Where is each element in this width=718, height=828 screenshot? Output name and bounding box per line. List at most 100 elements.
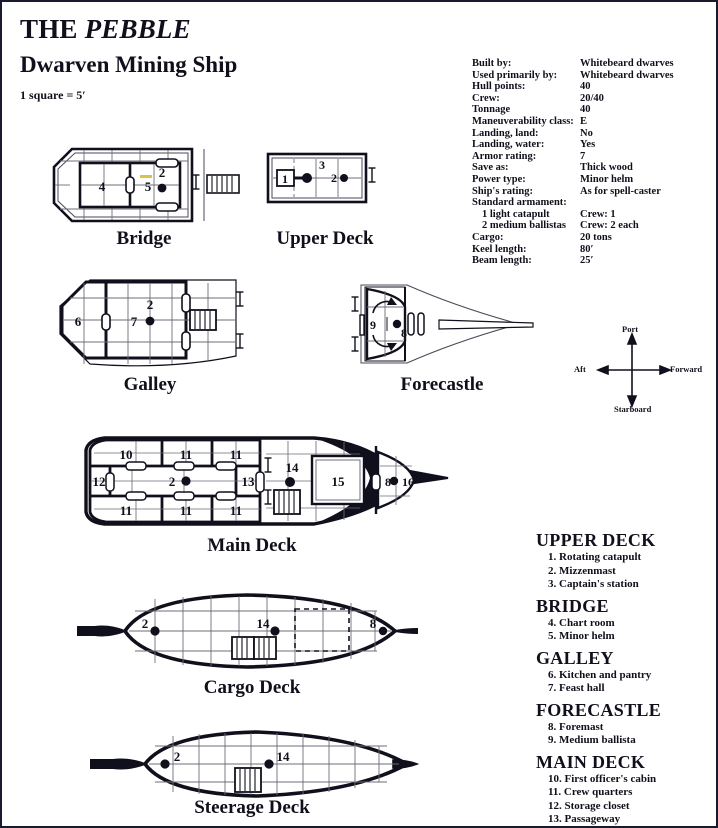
main-mainmast-marker (285, 477, 295, 487)
bridge-ladder (206, 174, 240, 194)
forecastle-room-9-label: 9 (370, 318, 376, 332)
main-hatch-bow-upper (368, 455, 376, 471)
bridge-door-bottom (155, 202, 179, 212)
steerage-bow-tip (392, 759, 420, 769)
main-cabin-grid (91, 441, 260, 521)
stat-value: As for spell-caster (580, 185, 661, 197)
bridge-mizzenmast-marker (157, 183, 167, 193)
compass-arrow-starboard (626, 395, 638, 409)
main-foremast-marker (389, 476, 399, 486)
deck-label-upper: Upper Deck (276, 228, 374, 249)
stat-value: 7 (580, 150, 586, 162)
stat-row: Power type:Minor helm (472, 174, 712, 186)
galley-door-center (101, 313, 111, 331)
main-room-11c-label: 11 (120, 503, 132, 518)
stat-key: Armor rating: (472, 150, 537, 162)
main-room-11d-label: 11 (180, 503, 192, 518)
legend-group-title: GALLEY (536, 647, 614, 668)
stat-row: Beam length:25′ (472, 255, 712, 267)
upper-rotating-catapult (276, 169, 312, 187)
upper-room-1-label: 1 (282, 172, 288, 186)
deck-label-main: Main Deck (207, 535, 297, 556)
main-room-15-label: 15 (332, 474, 346, 489)
main-marker-2-label: 2 (169, 474, 176, 489)
legend-item: 1. Rotating catapult (548, 551, 642, 563)
stat-key: Ship's rating: (472, 185, 533, 197)
legend-item: 9. Medium ballista (548, 734, 636, 746)
main-room-11e-label: 11 (230, 503, 242, 518)
stat-row: Crew: 20/40 (472, 93, 712, 105)
stat-value: 20/40 (580, 92, 604, 104)
stat-value (567, 197, 712, 209)
legend-group-title: MAIN DECK (536, 751, 646, 772)
main-bow-door (371, 473, 381, 491)
stat-value: 40 (580, 104, 591, 116)
legend-item: 10. First officer's cabin (548, 772, 657, 785)
bridge-room-5-label: 5 (145, 179, 152, 194)
deckplan-galley: 6 7 2 (50, 276, 250, 377)
bridge-room-4-label: 4 (99, 179, 106, 194)
main-room-11a-label: 11 (180, 447, 192, 462)
stat-value: Crew: 1 (580, 208, 616, 220)
main-room-11b-label: 11 (230, 447, 242, 462)
galley-stairs (189, 309, 217, 331)
cargo-mizzenmast-marker (150, 626, 160, 636)
main-stairs (273, 489, 301, 515)
bridge-door-top (155, 158, 179, 168)
main-room-10-label: 10 (120, 447, 133, 462)
main-doors (105, 461, 265, 501)
stat-key: Used primarily by: (472, 69, 558, 81)
deckplan-cargo: 2 14 8 (76, 585, 422, 682)
deckplan-forecastle: 9 8 (347, 277, 537, 377)
deck-label-steerage: Steerage Deck (194, 797, 310, 818)
main-marker-8-label: 8 (385, 475, 391, 489)
stat-value: Crew: 2 each (580, 220, 639, 232)
stat-key: Hull points: (472, 81, 526, 93)
main-room-16-label: 16 (402, 475, 414, 489)
galley-door-lower (181, 331, 191, 351)
deck-label-bridge: Bridge (116, 228, 172, 249)
galley-door-upper (181, 293, 191, 313)
main-hatch-lower (264, 489, 272, 505)
title-prefix: THE (20, 14, 85, 44)
galley-room-7-label: 7 (131, 314, 138, 329)
stat-key: Maneuverability class: (472, 115, 574, 127)
galley-hatch-lower (236, 333, 244, 349)
stat-row: Standard armament: (472, 197, 712, 209)
stat-value: No (580, 127, 593, 139)
compass-label-port: Port (622, 324, 639, 334)
main-hatch-bow-lower (368, 491, 376, 507)
stat-value: Whitebeard dwarves (580, 69, 674, 81)
forecastle-arc-arrowheads (387, 297, 397, 351)
stat-value: Yes (580, 139, 596, 151)
stat-key: Standard armament: (472, 197, 567, 209)
upper-room-3-label: 3 (319, 158, 325, 172)
stat-row: Armor rating: 7 (472, 151, 712, 163)
main-room-13-label: 13 (242, 474, 256, 489)
stat-key: Power type: (472, 173, 526, 185)
steerage-marker-2-label: 2 (174, 749, 181, 764)
stat-value: 40 (580, 81, 591, 93)
legend-item: 13. Passageway (548, 813, 621, 825)
cargo-stern-spur (76, 625, 128, 637)
steerage-stern-spur (90, 758, 148, 770)
deckplan-steerage: 2 14 (87, 720, 427, 813)
deck-label-forecastle: Forecastle (400, 374, 484, 395)
stat-key: Landing, land: (472, 127, 539, 139)
stat-key: 1 light catapult (482, 208, 550, 220)
legend-item: 7. Feast hall (548, 682, 605, 694)
forecastle-bowsprit (438, 319, 534, 330)
stat-row: Maneuverability class:E (472, 116, 712, 128)
stat-key: Crew: (472, 92, 500, 104)
forecastle-hatch-lower (351, 336, 359, 352)
legend-item: 2. Mizzenmast (548, 564, 616, 577)
cargo-marker-14-label: 14 (257, 616, 271, 631)
galley-room-6-label: 6 (75, 314, 82, 329)
stat-key: 2 medium ballistas (482, 220, 567, 232)
